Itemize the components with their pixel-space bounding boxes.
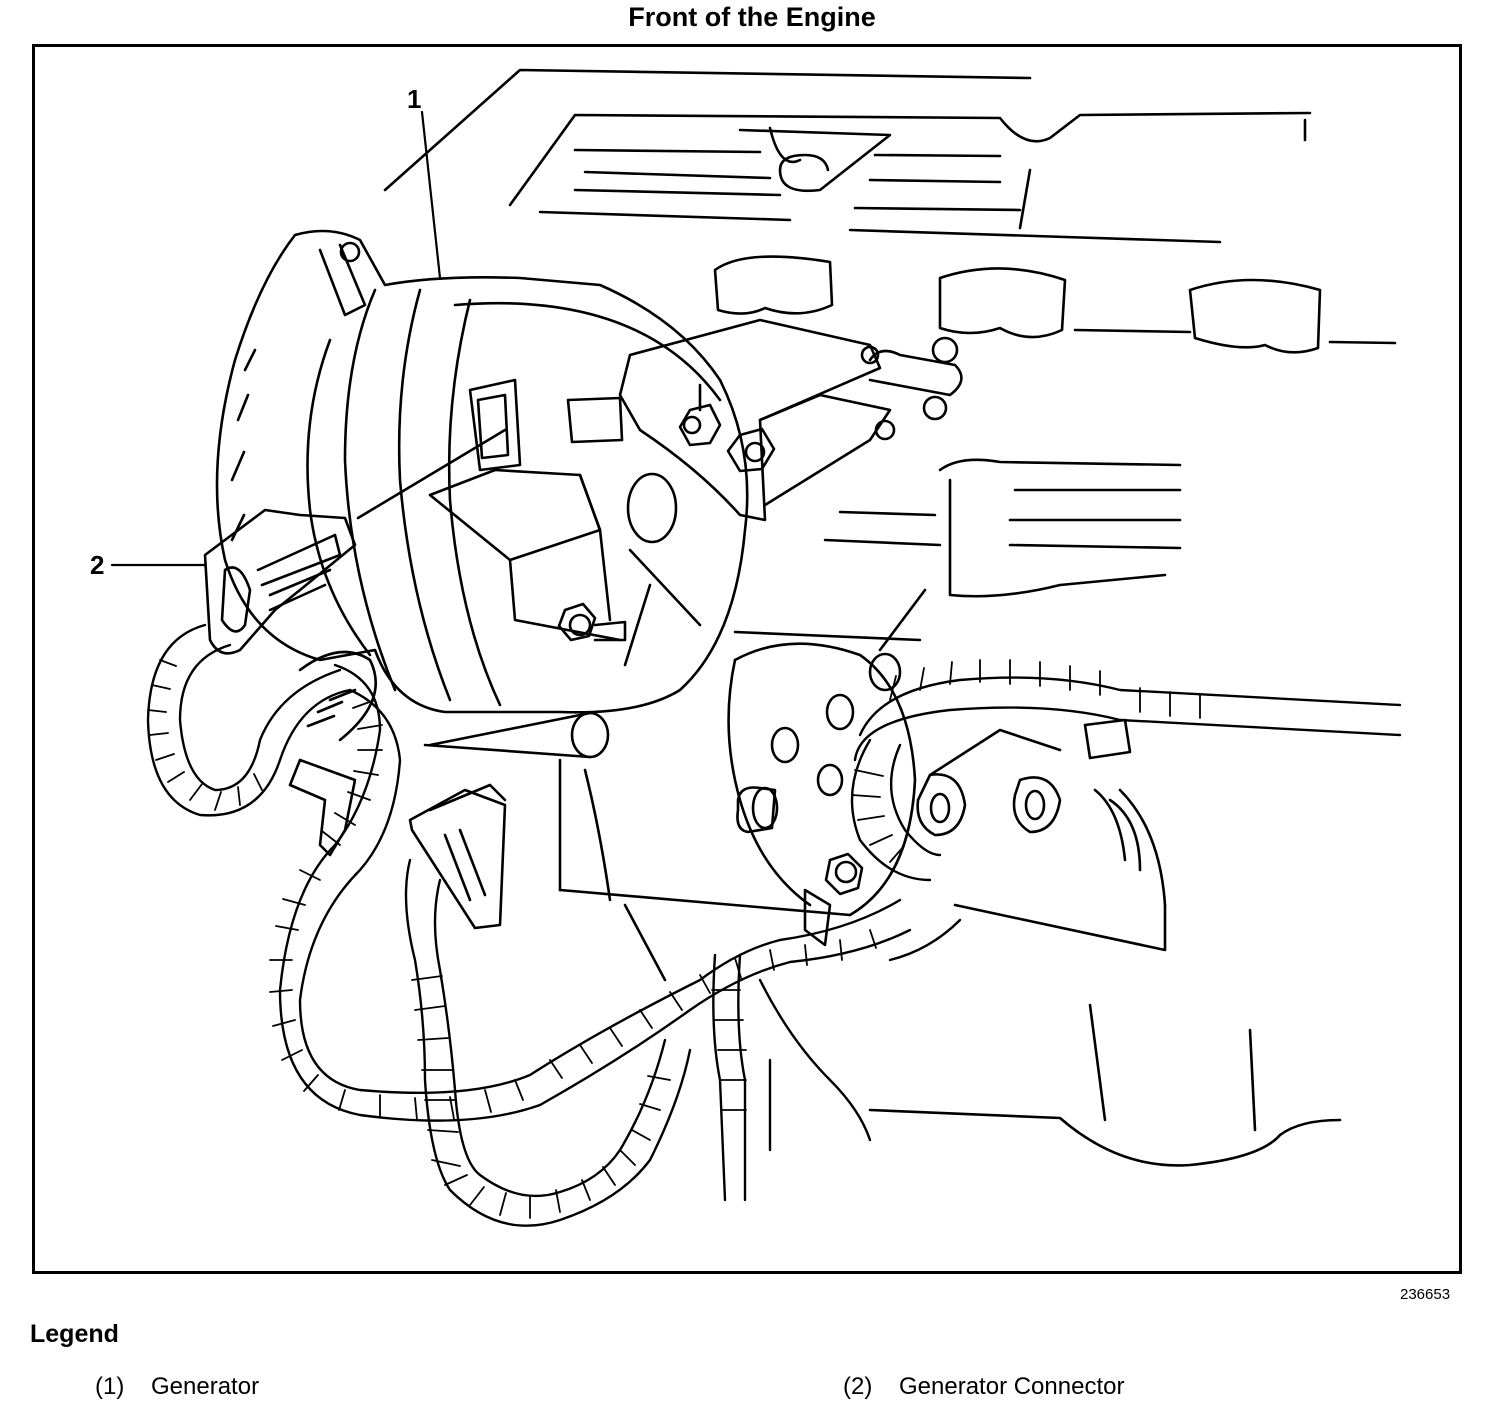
legend-item-number: (1) — [95, 1373, 125, 1400]
starter-motor-drawing — [558, 642, 1062, 982]
callout-leaders — [110, 110, 442, 567]
generator-drawing — [215, 229, 749, 759]
mounting-bracket-drawing — [618, 318, 963, 522]
intake-manifold-drawing — [383, 68, 1312, 244]
legend-item-label: Generator — [151, 1373, 260, 1400]
diagram-title: Front of the Engine — [628, 2, 876, 32]
legend-title: Legend — [30, 1320, 119, 1348]
legend-item-generator-connector: (2) Generator Connector — [843, 1373, 1124, 1401]
callout-1-label: 1 — [407, 84, 422, 114]
figure-number: 236653 — [1400, 1286, 1451, 1303]
engine-block-drawing — [733, 458, 1342, 1167]
wiring-harness-drawing — [146, 623, 1402, 1227]
callout-2-label: 2 — [90, 550, 105, 580]
legend-item-generator: (1) Generator — [95, 1373, 259, 1401]
generator-connector-drawing — [203, 428, 507, 655]
legend-item-number: (2) — [843, 1373, 873, 1400]
harness-connectors-drawing — [288, 650, 1132, 947]
illustration-frame — [32, 44, 1462, 1274]
intake-runners-drawing — [713, 255, 1397, 354]
legend-item-label: Generator Connector — [899, 1373, 1125, 1400]
